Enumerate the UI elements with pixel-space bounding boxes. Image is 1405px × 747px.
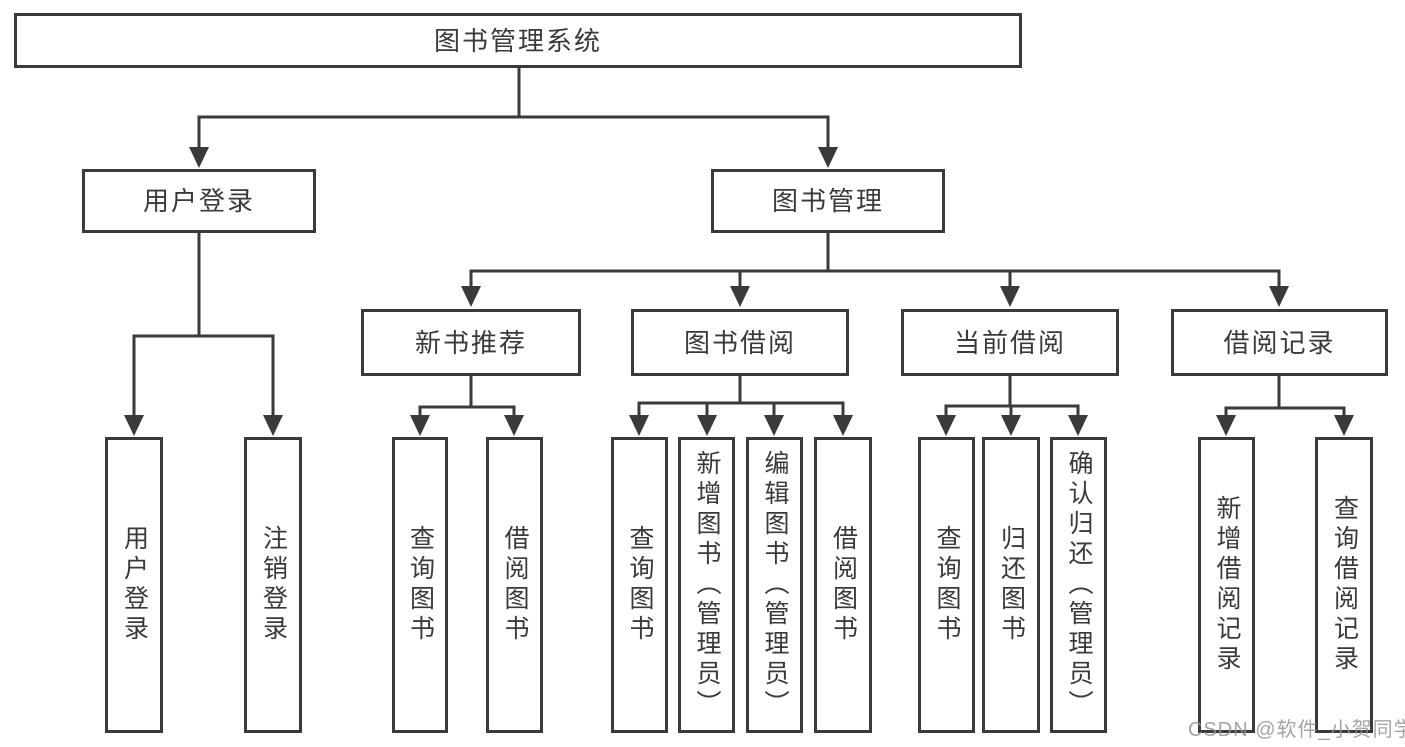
- branch-new-book-rec: [410, 374, 524, 436]
- leaf-add-borrow-record-label: 新增借阅记录: [1213, 495, 1241, 675]
- branch-book-borrow: [629, 374, 853, 436]
- leaf-confirm-return-admin-label: 确认归还（管理员）: [1065, 450, 1093, 720]
- leaf-borrow-books-2-label: 借阅图书: [829, 525, 858, 645]
- leaf-query-books-3: 查询图书: [918, 437, 975, 733]
- leaf-edit-book-admin-label: 编辑图书（管理员）: [761, 450, 789, 720]
- leaf-query-books-1: 查询图书: [392, 437, 448, 733]
- leaf-logout: 注销登录: [244, 437, 302, 733]
- node-current-borrowing-label: 当前借阅: [953, 327, 1066, 358]
- branch-root: [189, 66, 838, 168]
- leaf-confirm-return-admin: 确认归还（管理员）: [1050, 437, 1107, 733]
- leaf-borrow-books-1-label: 借阅图书: [501, 525, 529, 645]
- node-book-borrowing-label: 图书借阅: [683, 327, 796, 358]
- node-user-login: 用户登录: [82, 169, 316, 233]
- node-new-book-recommendation: 新书推荐: [361, 309, 581, 376]
- leaf-logout-label: 注销登录: [259, 525, 288, 645]
- csdn-watermark: CSDN @软件_小贺同学: [1188, 719, 1405, 741]
- leaf-query-borrow-record: 查询借阅记录: [1315, 437, 1373, 733]
- leaf-query-books-2-label: 查询图书: [626, 525, 654, 645]
- leaf-query-books-2: 查询图书: [611, 437, 668, 733]
- node-borrowing-records: 借阅记录: [1171, 309, 1388, 376]
- leaf-user-login-label: 用户登录: [120, 525, 149, 645]
- node-borrowing-records-label: 借阅记录: [1223, 327, 1336, 358]
- leaf-borrow-books-2: 借阅图书: [814, 437, 872, 733]
- node-new-book-recommendation-label: 新书推荐: [414, 327, 527, 358]
- node-book-management: 图书管理: [711, 169, 945, 233]
- leaf-query-books-1-label: 查询图书: [406, 525, 435, 645]
- leaf-borrow-books-1: 借阅图书: [486, 437, 543, 733]
- leaf-add-book-admin: 新增图书（管理员）: [678, 437, 735, 733]
- node-root-label: 图书管理系统: [433, 25, 602, 56]
- branch-borrow-records: [1216, 374, 1354, 436]
- leaf-edit-book-admin: 编辑图书（管理员）: [746, 437, 803, 733]
- leaf-user-login: 用户登录: [105, 437, 163, 733]
- node-root: 图书管理系统: [14, 13, 1022, 68]
- node-current-borrowing: 当前借阅: [901, 309, 1119, 376]
- leaf-add-book-admin-label: 新增图书（管理员）: [693, 450, 721, 720]
- leaf-query-books-3-label: 查询图书: [933, 525, 961, 645]
- branch-user-login: [124, 231, 283, 436]
- node-book-borrowing: 图书借阅: [631, 309, 849, 376]
- leaf-add-borrow-record: 新增借阅记录: [1198, 437, 1255, 733]
- leaf-return-book-label: 归还图书: [997, 525, 1026, 645]
- leaf-query-borrow-record-label: 查询借阅记录: [1330, 495, 1359, 675]
- branch-book-mgmt: [461, 231, 1289, 307]
- node-user-login-label: 用户登录: [142, 186, 255, 216]
- leaf-return-book: 归还图书: [982, 437, 1040, 733]
- node-book-management-label: 图书管理: [771, 186, 884, 216]
- branch-current-borrow: [936, 374, 1088, 436]
